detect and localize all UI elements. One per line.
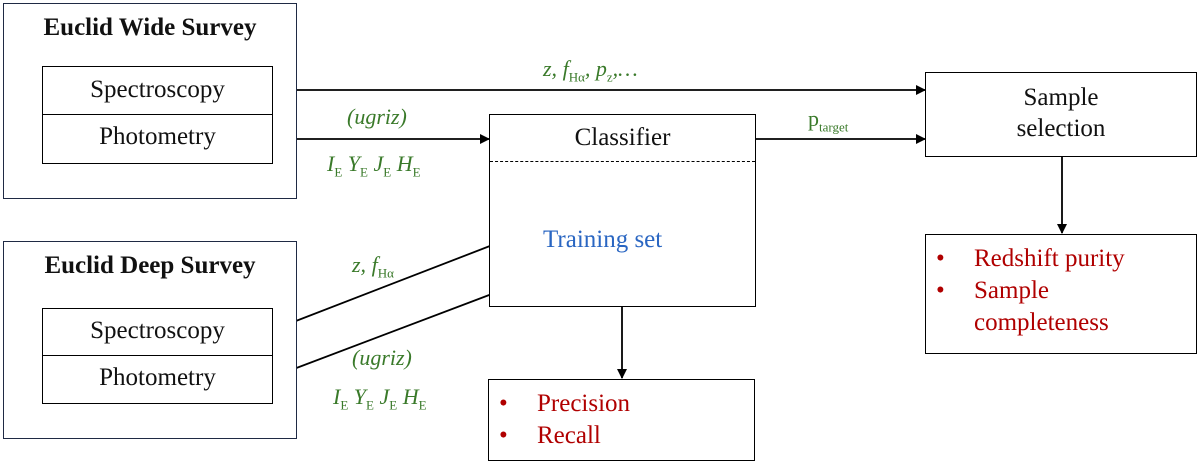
deep-survey-title: Euclid Deep Survey [44, 252, 256, 279]
bullet-icon: • [936, 277, 945, 304]
classifier-metrics-box: • Precision • Recall [488, 379, 755, 461]
sample-selection-title-line1: Sample [1023, 84, 1099, 111]
band-sub: E [340, 397, 349, 413]
label-sep: , [584, 56, 591, 81]
metric-sample-completeness-label-line2: completeness [974, 309, 1109, 336]
metric-precision: • Precision [489, 388, 630, 420]
metric-sample-completeness: • Sample completeness [926, 275, 1125, 339]
deep-spectroscopy-cell: Spectroscopy [90, 317, 225, 344]
band-sub: E [334, 164, 343, 180]
label-tail: ,… [612, 56, 638, 81]
band-H: H [396, 151, 413, 176]
band-sub: E [412, 164, 421, 180]
bullet-icon: • [936, 245, 945, 272]
wide-row-divider [43, 114, 272, 115]
label-f-sub: Hα [377, 265, 394, 281]
wide-survey-title: Euclid Wide Survey [43, 14, 257, 41]
sample-selection-node: Sample selection [925, 72, 1197, 157]
classifier-title: Classifier [574, 124, 671, 151]
selection-metrics-list: • Redshift purity • Sample completeness [926, 243, 1125, 339]
label-deep-optical-bands: (ugriz) [352, 345, 412, 370]
label-f: f [562, 56, 569, 81]
band-sub: E [389, 397, 398, 413]
wide-spectroscopy-cell: Spectroscopy [90, 76, 225, 103]
band-sub: E [383, 164, 392, 180]
band-Y: Y [353, 384, 367, 409]
deep-photometry-cell: Photometry [99, 364, 216, 391]
metric-recall-label: Recall [537, 422, 601, 449]
label-p: p [808, 106, 819, 131]
euclid-wide-survey-panel: Euclid Wide Survey Spectroscopy Photomet… [3, 3, 297, 199]
band-I: I [333, 384, 341, 409]
classifier-divider [490, 161, 755, 162]
band-H: H [402, 384, 419, 409]
label-deep-spectroscopy-outputs: z, fHα [352, 252, 394, 281]
metric-recall: • Recall [489, 420, 630, 452]
metric-redshift-purity-label: Redshift purity [974, 245, 1125, 272]
label-deep-nir-bands: IE YE JE HE [333, 384, 427, 413]
band-J: J [373, 151, 384, 176]
classifier-node: Classifier [489, 114, 756, 307]
label-z: z, [543, 56, 558, 81]
label-wide-spectroscopy-outputs: z, fHα, pz,… [543, 56, 638, 85]
band-J: J [379, 384, 390, 409]
training-set-label: Training set [543, 226, 663, 253]
wide-photometry-cell: Photometry [99, 123, 216, 150]
metric-sample-completeness-label-line1: Sample [974, 277, 1049, 304]
bullet-icon: • [499, 422, 508, 449]
metric-precision-label: Precision [537, 390, 631, 417]
band-sub: E [366, 397, 374, 413]
label-z: z, [352, 252, 367, 277]
label-f-sub: Hα [568, 69, 585, 85]
band-I: I [327, 151, 335, 176]
label-wide-optical-bands: (ugriz) [347, 104, 407, 129]
deep-row-divider [43, 355, 272, 356]
metric-redshift-purity: • Redshift purity [926, 243, 1125, 275]
label-p-target: ptarget [808, 106, 848, 135]
band-Y: Y [347, 151, 361, 176]
deep-survey-data-table: Spectroscopy Photometry [42, 308, 273, 404]
selection-metrics-box: • Redshift purity • Sample completeness [925, 234, 1197, 354]
classifier-metrics-list: • Precision • Recall [489, 388, 630, 452]
band-sub: E [360, 164, 368, 180]
arrow-deep-spectroscopy-to-training [269, 237, 509, 332]
wide-survey-data-table: Spectroscopy Photometry [42, 66, 273, 164]
euclid-deep-survey-panel: Euclid Deep Survey Spectroscopy Photomet… [3, 241, 297, 439]
label-p-sub: z [606, 69, 613, 85]
label-wide-nir-bands: IE YE JE HE [327, 151, 421, 180]
label-f: f [371, 252, 378, 277]
sample-selection-title-line2: selection [1016, 115, 1106, 142]
bullet-icon: • [499, 390, 508, 417]
band-sub: E [418, 397, 427, 413]
label-p: p [595, 56, 607, 81]
label-p-sub: target [819, 119, 849, 135]
